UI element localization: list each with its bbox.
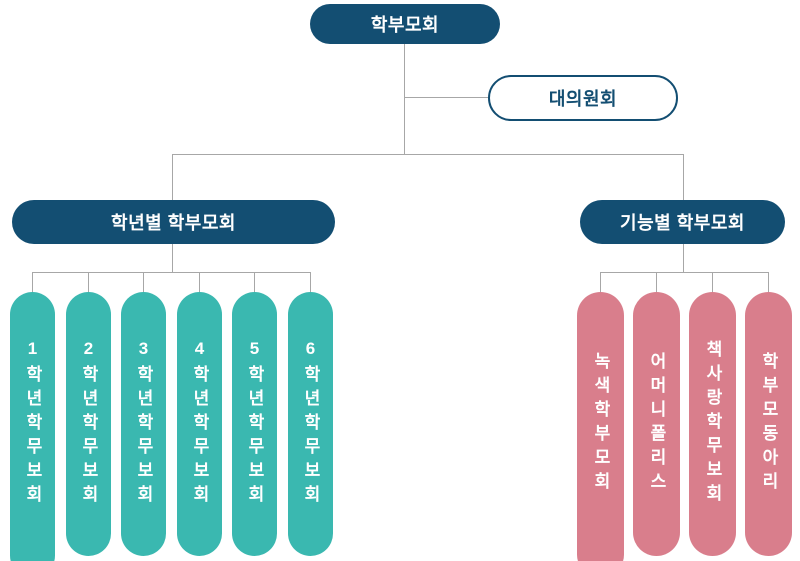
connector-right-drop: [683, 154, 684, 201]
connector-right-header-drop: [683, 244, 684, 272]
connector-stub: [600, 272, 601, 292]
member-pill-label: 어머니폴리스: [647, 352, 666, 496]
connector-stub: [254, 272, 255, 292]
member-pill: 5학년학무보회: [232, 292, 277, 556]
member-pill: 2학년학무보회: [66, 292, 111, 556]
council-node-label: 대의원회: [548, 89, 618, 109]
connector-root-vertical: [404, 44, 405, 154]
connector-stub: [199, 272, 200, 292]
member-pill: 6학년학무보회: [288, 292, 333, 556]
member-pill-label: 1학년학무보회: [23, 339, 42, 509]
root-node-label: 학부모회: [370, 15, 440, 35]
member-pill: 녹색학부모회: [577, 292, 624, 561]
connector-left-rail: [32, 272, 311, 273]
group-header-by-grade: 학년별 학부모회: [12, 200, 335, 244]
connector-stub: [310, 272, 311, 292]
connector-stub: [656, 272, 657, 292]
connector-stub: [88, 272, 89, 292]
member-pill-label: 책사랑학무보회: [703, 340, 722, 508]
member-pill-label: 6학년학무보회: [301, 339, 320, 509]
connector-stub: [32, 272, 33, 292]
connector-left-drop: [172, 154, 173, 201]
member-pill-label: 3학년학무보회: [134, 339, 153, 509]
connector-stub: [768, 272, 769, 292]
root-node: 학부모회: [310, 4, 500, 44]
group-header-label: 학년별 학부모회: [111, 213, 236, 233]
member-pill: 어머니폴리스: [633, 292, 680, 556]
member-pill-label: 학부모동아리: [759, 352, 778, 496]
member-pill-label: 2학년학무보회: [79, 339, 98, 509]
group-header-by-function: 기능별 학부모회: [580, 200, 785, 244]
connector-council-branch: [404, 97, 488, 98]
member-pill: 책사랑학무보회: [689, 292, 736, 556]
connector-stub: [712, 272, 713, 292]
member-pill: 1학년학무보회: [10, 292, 55, 561]
connector-left-header-drop: [172, 244, 173, 272]
member-pill: 3학년학무보회: [121, 292, 166, 556]
member-pill-label: 4학년학무보회: [190, 339, 209, 509]
member-pill-label: 녹색학부모회: [591, 352, 610, 496]
connector-main-horizontal: [172, 154, 683, 155]
member-pill-label: 5학년학무보회: [245, 339, 264, 509]
connector-right-rail: [600, 272, 769, 273]
connector-stub: [143, 272, 144, 292]
member-pill: 학부모동아리: [745, 292, 792, 556]
member-pill: 4학년학무보회: [177, 292, 222, 556]
council-node: 대의원회: [488, 75, 678, 121]
group-header-label: 기능별 학부모회: [620, 213, 745, 233]
